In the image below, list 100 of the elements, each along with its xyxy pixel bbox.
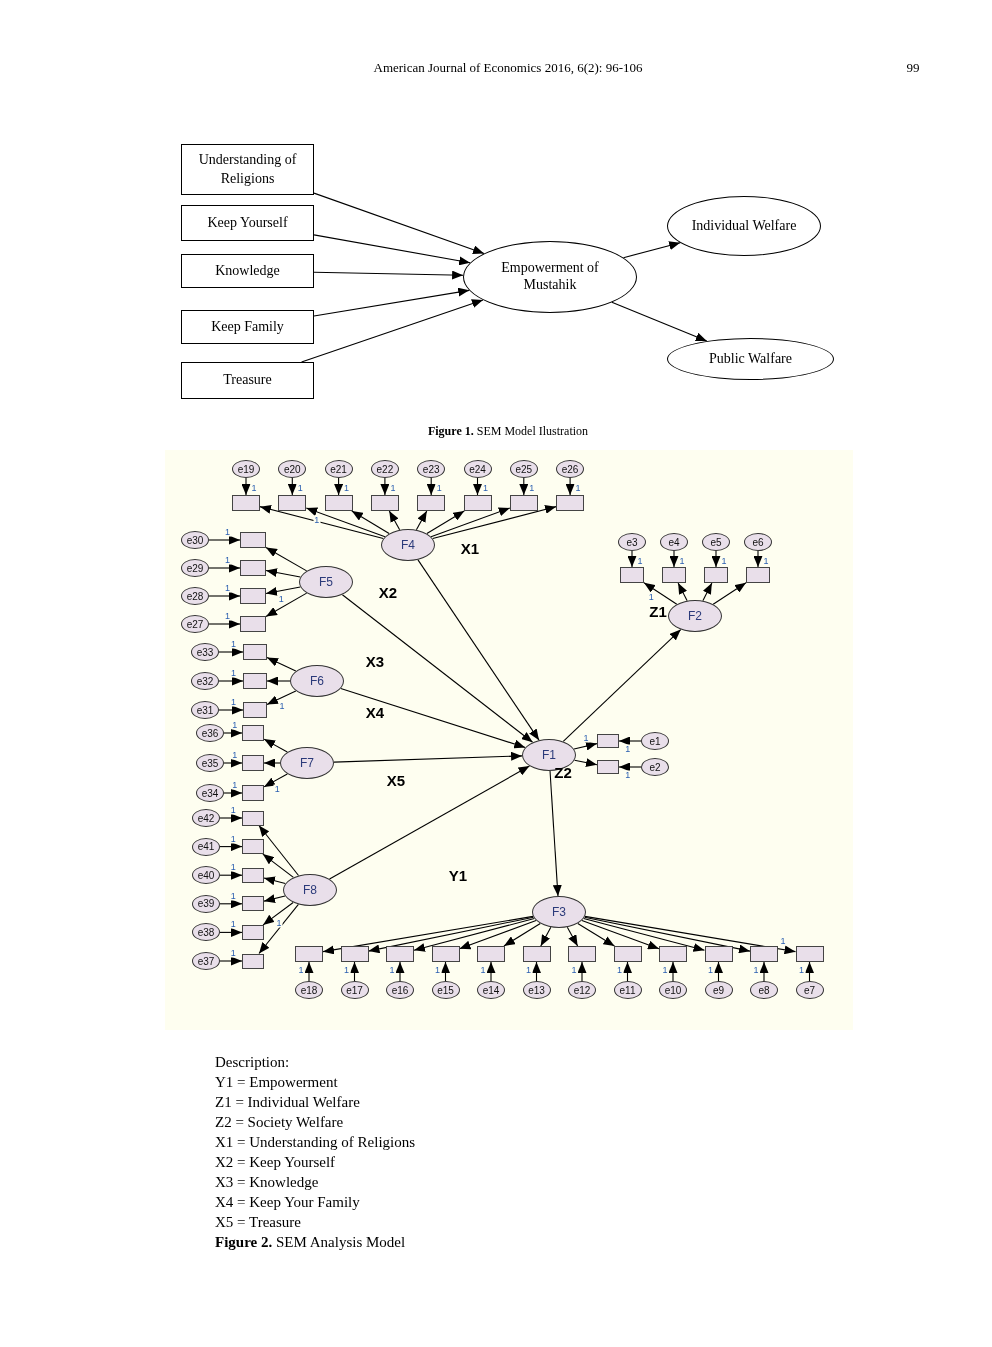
arrow: [413, 917, 535, 952]
edge-label: 1: [229, 697, 237, 707]
node-label: e6: [752, 536, 764, 548]
edge-label: 1: [273, 784, 281, 794]
node-label: e42: [197, 812, 215, 824]
arrow: [441, 961, 450, 982]
running-header: American Journal of Economics 2016, 6(2): 96-106: [373, 60, 643, 76]
arrow: [266, 676, 291, 686]
node-label: e38: [197, 926, 215, 938]
arrow: [223, 788, 243, 798]
arrow: [618, 762, 642, 772]
arrow: [305, 507, 386, 538]
arrow: [430, 507, 511, 538]
arrow: [218, 705, 244, 715]
indicator-box: [232, 495, 260, 511]
edge-label: 1: [229, 862, 237, 872]
path-label: Y1: [448, 866, 468, 884]
node-label: e24: [469, 463, 486, 475]
arrow: [388, 510, 401, 531]
arrow: [223, 728, 243, 738]
indicator-box: [597, 734, 619, 748]
arrow: [329, 765, 530, 880]
arrow: [265, 568, 301, 578]
arrow: [350, 961, 359, 982]
arrow: [208, 563, 241, 573]
indicator-box: [417, 495, 446, 511]
edge-label: 1: [229, 948, 237, 958]
node-label: e9: [712, 984, 725, 996]
arrow: [262, 853, 294, 878]
node-label: e26: [561, 463, 579, 475]
arrow: [611, 301, 708, 342]
edge-label: 1: [231, 780, 239, 790]
indicator-box: [242, 839, 264, 855]
arrow: [669, 550, 679, 568]
arrow: [322, 915, 534, 955]
edge-label: 1: [231, 750, 239, 760]
edge-label: 1: [779, 936, 787, 946]
node-label: e13: [528, 984, 545, 996]
arrow: [263, 876, 286, 886]
arrow: [711, 550, 721, 568]
arrow: [334, 477, 344, 496]
indicator-box: [556, 495, 585, 511]
edge-label: 1: [616, 965, 623, 975]
edge-label: 1: [229, 891, 237, 901]
arrow: [263, 738, 288, 753]
node-label: e7: [803, 984, 816, 996]
arrow: [208, 619, 241, 629]
arrow: [432, 505, 557, 540]
arrow: [473, 477, 482, 496]
edge-label: 1: [278, 701, 286, 711]
arrow: [218, 647, 244, 657]
arrow: [668, 961, 678, 982]
edge-label: 1: [224, 611, 232, 621]
concept-box: [181, 254, 314, 288]
arrow: [583, 916, 751, 954]
node-label: e3: [626, 536, 638, 548]
arrow: [549, 770, 562, 897]
edge-label: 1: [343, 965, 350, 975]
arrow: [753, 550, 763, 568]
edge-label: 1: [389, 483, 397, 493]
node-label: e33: [196, 646, 214, 658]
node-label: F2: [688, 609, 702, 623]
description-line: Description:: [215, 1053, 290, 1071]
indicator-box: [795, 946, 824, 962]
path-label: X1: [460, 539, 480, 557]
arrow: [503, 923, 541, 947]
indicator-box: [659, 946, 687, 962]
edge-label: 1: [647, 592, 655, 602]
indicator-box: [662, 567, 686, 583]
indicator-box: [295, 946, 323, 962]
arrow: [426, 510, 465, 535]
node-label: Understanding of Religions: [197, 151, 298, 188]
indicator-box: [243, 702, 267, 718]
node-label: e8: [758, 984, 770, 996]
arrow: [574, 758, 598, 767]
arrow: [313, 270, 464, 280]
arrow: [565, 477, 575, 496]
edge-label: 1: [388, 965, 396, 975]
arrow: [577, 922, 615, 947]
edge-label: 1: [224, 527, 232, 537]
arrow: [805, 961, 814, 982]
edge-label: 1: [229, 639, 237, 649]
indicator-box: [242, 755, 264, 771]
arrow: [622, 241, 681, 259]
indicator-box: [746, 567, 770, 583]
edge-label: 1: [296, 483, 304, 493]
page-number: 99: [906, 60, 920, 76]
edge-label: 1: [525, 965, 532, 975]
indicator-box: [370, 495, 399, 511]
node-label: e11: [619, 984, 636, 996]
arrow: [218, 676, 244, 686]
arrow: [577, 961, 587, 982]
arrow: [540, 926, 552, 947]
node-label: e16: [391, 984, 409, 996]
node-label: F6: [310, 674, 324, 688]
edge-label: 1: [250, 483, 258, 493]
arrow: [333, 751, 523, 763]
edge-label: 1: [434, 965, 441, 975]
path-label: X3: [365, 652, 385, 670]
indicator-box: [750, 946, 778, 962]
